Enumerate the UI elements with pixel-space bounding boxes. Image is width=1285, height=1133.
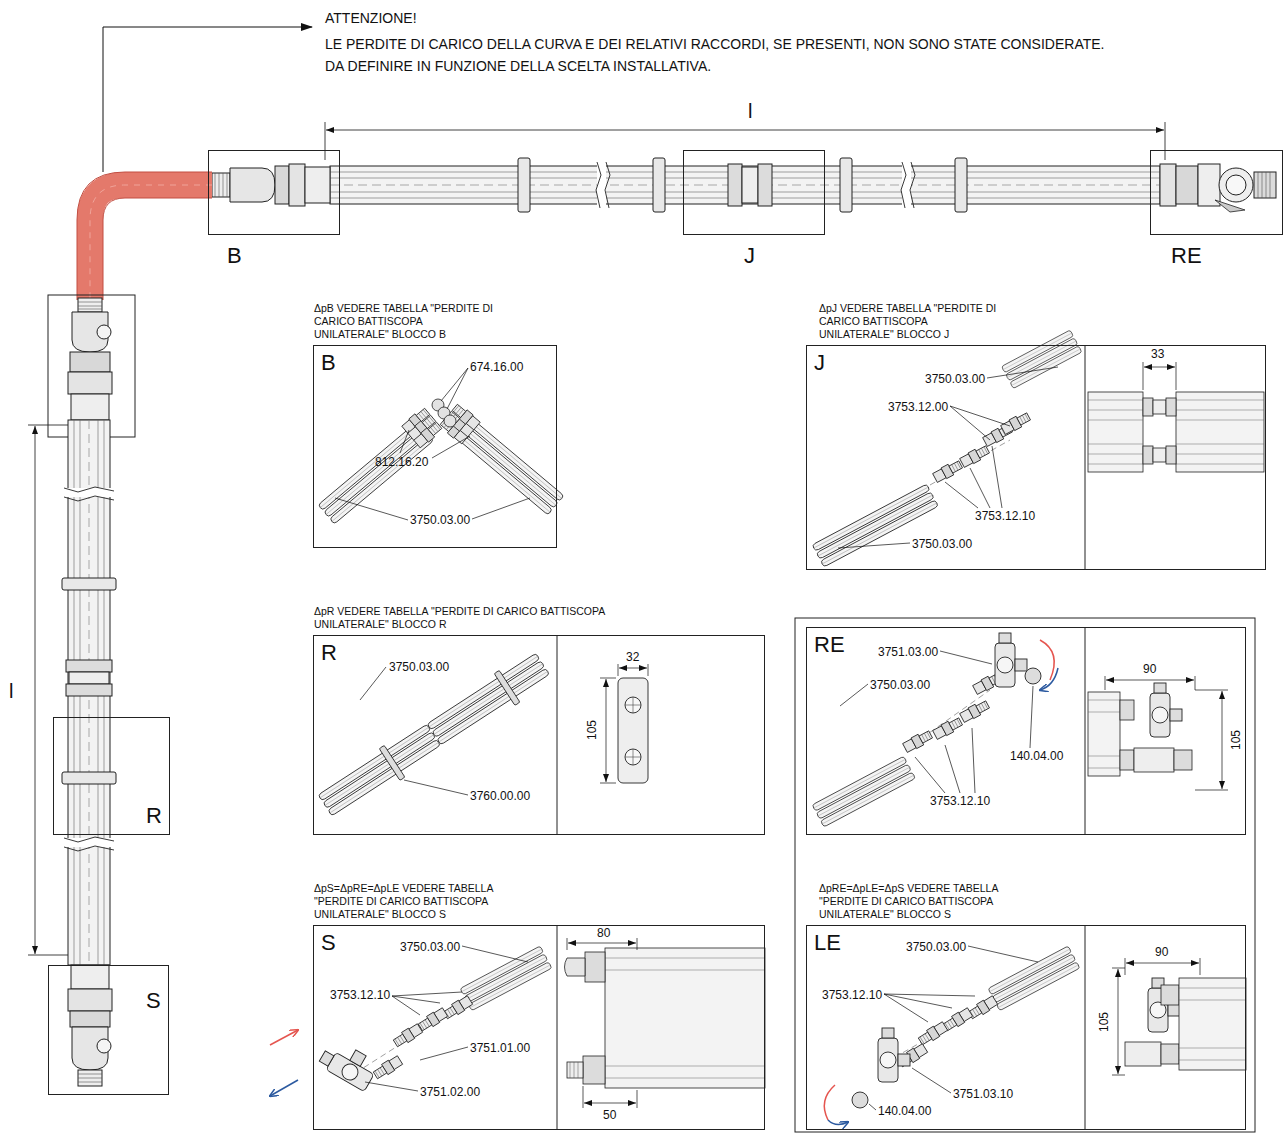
block-letter: J [744, 243, 755, 268]
group-frame [795, 618, 1255, 1132]
callout-frame: S [48, 965, 169, 1095]
part-number: 3753.12.00 [888, 400, 948, 414]
dimension: 33 [1151, 347, 1164, 361]
part-number: 3751.01.00 [470, 1041, 530, 1055]
dimension: 80 [597, 926, 610, 940]
detail-frame: ΔpS=ΔpRE=ΔpLE VEDERE TABELLA "PERDITE DI… [313, 925, 765, 1130]
detail-re-sketch [812, 627, 1228, 835]
detail-frame: ΔpR VEDERE TABELLA "PERDITE DI CARICO BA… [313, 635, 765, 835]
part-number: 3753.12.10 [930, 794, 990, 808]
detail-b-sketch [318, 368, 564, 524]
part-number: 3753.12.10 [822, 988, 882, 1002]
part-number: 674.16.00 [470, 360, 523, 374]
block-letter: B [321, 350, 336, 375]
part-number: 3753.12.10 [330, 988, 390, 1002]
pipe-bend [77, 172, 212, 300]
block-letter: S [146, 988, 161, 1013]
horizontal-pipe [212, 158, 1276, 212]
dimension: 90 [1143, 662, 1156, 676]
heading-note: ΔpB VEDERE TABELLA "PERDITE DI CARICO BA… [314, 302, 499, 341]
block-letter: J [814, 350, 825, 375]
part-number: 3760.00.00 [470, 789, 530, 803]
note: DA DEFINIRE IN FUNZIONE DELLA SCELTA INS… [325, 58, 711, 74]
callout-frame: J [683, 150, 825, 235]
part-number: 3750.03.00 [870, 678, 930, 692]
note: LE PERDITE DI CARICO DELLA CURVA E DEI R… [325, 36, 1105, 52]
part-number: 3753.12.10 [975, 509, 1035, 523]
part-number: 140.04.00 [1010, 749, 1063, 763]
note: ATTENZIONE! [325, 10, 417, 26]
dimension-letter: l [9, 680, 13, 703]
part-number: 3750.03.00 [400, 940, 460, 954]
block-letter: B [227, 243, 242, 268]
block-letter: LE [814, 930, 841, 955]
dimension: 105 [585, 720, 599, 740]
detail-j-sketch [812, 330, 1264, 570]
dimension: 105 [1097, 1012, 1111, 1032]
detail-s-sketch [270, 925, 765, 1130]
callout-frame: RE [1150, 150, 1283, 235]
detail-frame: ΔpRE=ΔpLE=ΔpS VEDERE TABELLA "PERDITE DI… [806, 925, 1246, 1130]
callout-frame: R [53, 717, 170, 835]
heading-note: ΔpR VEDERE TABELLA "PERDITE DI CARICO BA… [314, 605, 614, 631]
part-number: 3750.03.00 [925, 372, 985, 386]
block-letter: RE [814, 632, 845, 657]
detail-r-sketch [318, 635, 648, 835]
block-letter: RE [1171, 243, 1202, 268]
part-number: 3750.03.00 [410, 513, 470, 527]
heading-note: ΔpS=ΔpRE=ΔpLE VEDERE TABELLA "PERDITE DI… [314, 882, 534, 921]
detail-le-sketch [824, 925, 1246, 1130]
part-number: 3750.03.00 [912, 537, 972, 551]
callout-frame: B [208, 150, 340, 235]
part-number: 3750.03.00 [906, 940, 966, 954]
vertical-pipe [48, 295, 135, 1086]
detail-frame: RE [806, 627, 1246, 835]
dimension: 90 [1155, 945, 1168, 959]
dimension: 50 [603, 1108, 616, 1122]
dimension-line [28, 122, 1165, 955]
part-number: 3750.03.00 [389, 660, 449, 674]
block-letter: R [146, 803, 162, 828]
heading-note: ΔpJ VEDERE TABELLA "PERDITE DI CARICO BA… [819, 302, 1004, 341]
part-number: 812.16.20 [375, 455, 428, 469]
block-letter: S [321, 930, 336, 955]
heading-note: ΔpRE=ΔpLE=ΔpS VEDERE TABELLA "PERDITE DI… [819, 882, 1039, 921]
part-number: 140.04.00 [878, 1104, 931, 1118]
dimension-letter: l [748, 100, 752, 123]
part-number: 3751.03.00 [878, 645, 938, 659]
detail-frame: ΔpJ VEDERE TABELLA "PERDITE DI CARICO BA… [806, 345, 1266, 570]
block-letter: R [321, 640, 337, 665]
dimension: 105 [1229, 730, 1243, 750]
dimension: 32 [626, 650, 639, 664]
part-number: 3751.02.00 [420, 1085, 480, 1099]
part-number: 3751.03.10 [953, 1087, 1013, 1101]
